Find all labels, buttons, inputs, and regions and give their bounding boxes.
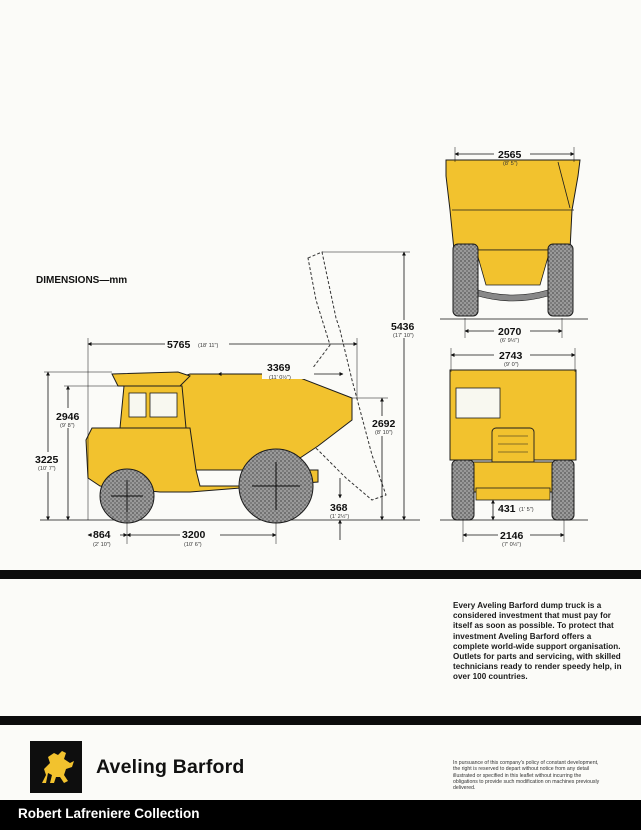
body-width-label: 2565 bbox=[498, 149, 522, 161]
overall-width-imperial: (9' 0") bbox=[504, 362, 519, 368]
cab-height-imperial: (9' 8") bbox=[60, 423, 75, 429]
ground-clearance-label: 431 bbox=[498, 503, 516, 515]
overall-height-label: 3225 bbox=[35, 454, 59, 466]
tipped-height-label: 5436 bbox=[391, 321, 415, 333]
side-view-truck bbox=[40, 251, 420, 524]
front-overhang-label: 864 bbox=[93, 529, 111, 541]
body-height-imperial: (8' 10") bbox=[375, 430, 393, 436]
overall-height-imperial: (10' 7") bbox=[38, 466, 56, 472]
side-view-labels: 5765 (18' 11") 3369 (11' 0½") 5436 (17' … bbox=[35, 321, 415, 548]
rear-view-dimensions: 2565 (8' 5") 2070 (6' 9½") bbox=[454, 147, 575, 344]
front-overhang-imperial: (2' 10") bbox=[93, 542, 111, 548]
footer-credit: Robert Lafreniere Collection bbox=[18, 806, 200, 821]
body-height-label: 2692 bbox=[372, 418, 396, 430]
tipped-height-imperial: (17' 10") bbox=[393, 333, 414, 339]
tipped-clearance-imperial: (1' 2½") bbox=[330, 513, 349, 520]
tipped-overhang-imperial: (11' 0½") bbox=[269, 374, 291, 381]
brand-name: Aveling Barford bbox=[96, 756, 245, 778]
divider-band-bottom bbox=[0, 716, 641, 725]
tipped-clearance-label: 368 bbox=[330, 502, 348, 514]
tipped-overhang-label: 3369 bbox=[267, 362, 291, 374]
support-blurb: Every Aveling Barford dump truck is a co… bbox=[453, 601, 622, 682]
body-width-imperial: (8' 5") bbox=[503, 161, 518, 167]
front-view-dimensions: 2743 (9' 0") 431 (1' 5") 2146 (7' 0½") bbox=[450, 348, 576, 548]
rear-track-imperial: (6' 9½") bbox=[500, 337, 519, 344]
overall-width-label: 2743 bbox=[499, 350, 523, 362]
overall-length-label: 5765 bbox=[167, 339, 191, 351]
rear-track-label: 2070 bbox=[498, 326, 522, 338]
dimensions-heading: DIMENSIONS—mm bbox=[36, 275, 127, 286]
ground-clearance-imperial: (1' 5") bbox=[519, 507, 534, 513]
disclaimer-text: In pursuance of this company's policy of… bbox=[453, 760, 600, 792]
front-track-imperial: (7' 0½") bbox=[502, 541, 521, 548]
front-track-label: 2146 bbox=[500, 530, 524, 542]
cab-height-label: 2946 bbox=[56, 411, 80, 423]
front-view-truck bbox=[440, 369, 588, 521]
side-view-dimensions bbox=[34, 251, 422, 544]
footer-bar: Robert Lafreniere Collection bbox=[0, 800, 641, 830]
overall-length-imperial: (18' 11") bbox=[198, 343, 218, 349]
dimensions-drawing: DIMENSIONS—mm bbox=[34, 147, 588, 548]
wheelbase-label: 3200 bbox=[182, 529, 206, 541]
rear-view-truck bbox=[440, 159, 588, 320]
divider-band-top bbox=[0, 570, 641, 579]
wheelbase-imperial: (10' 6") bbox=[184, 542, 202, 548]
prancing-horse-icon bbox=[30, 741, 82, 793]
